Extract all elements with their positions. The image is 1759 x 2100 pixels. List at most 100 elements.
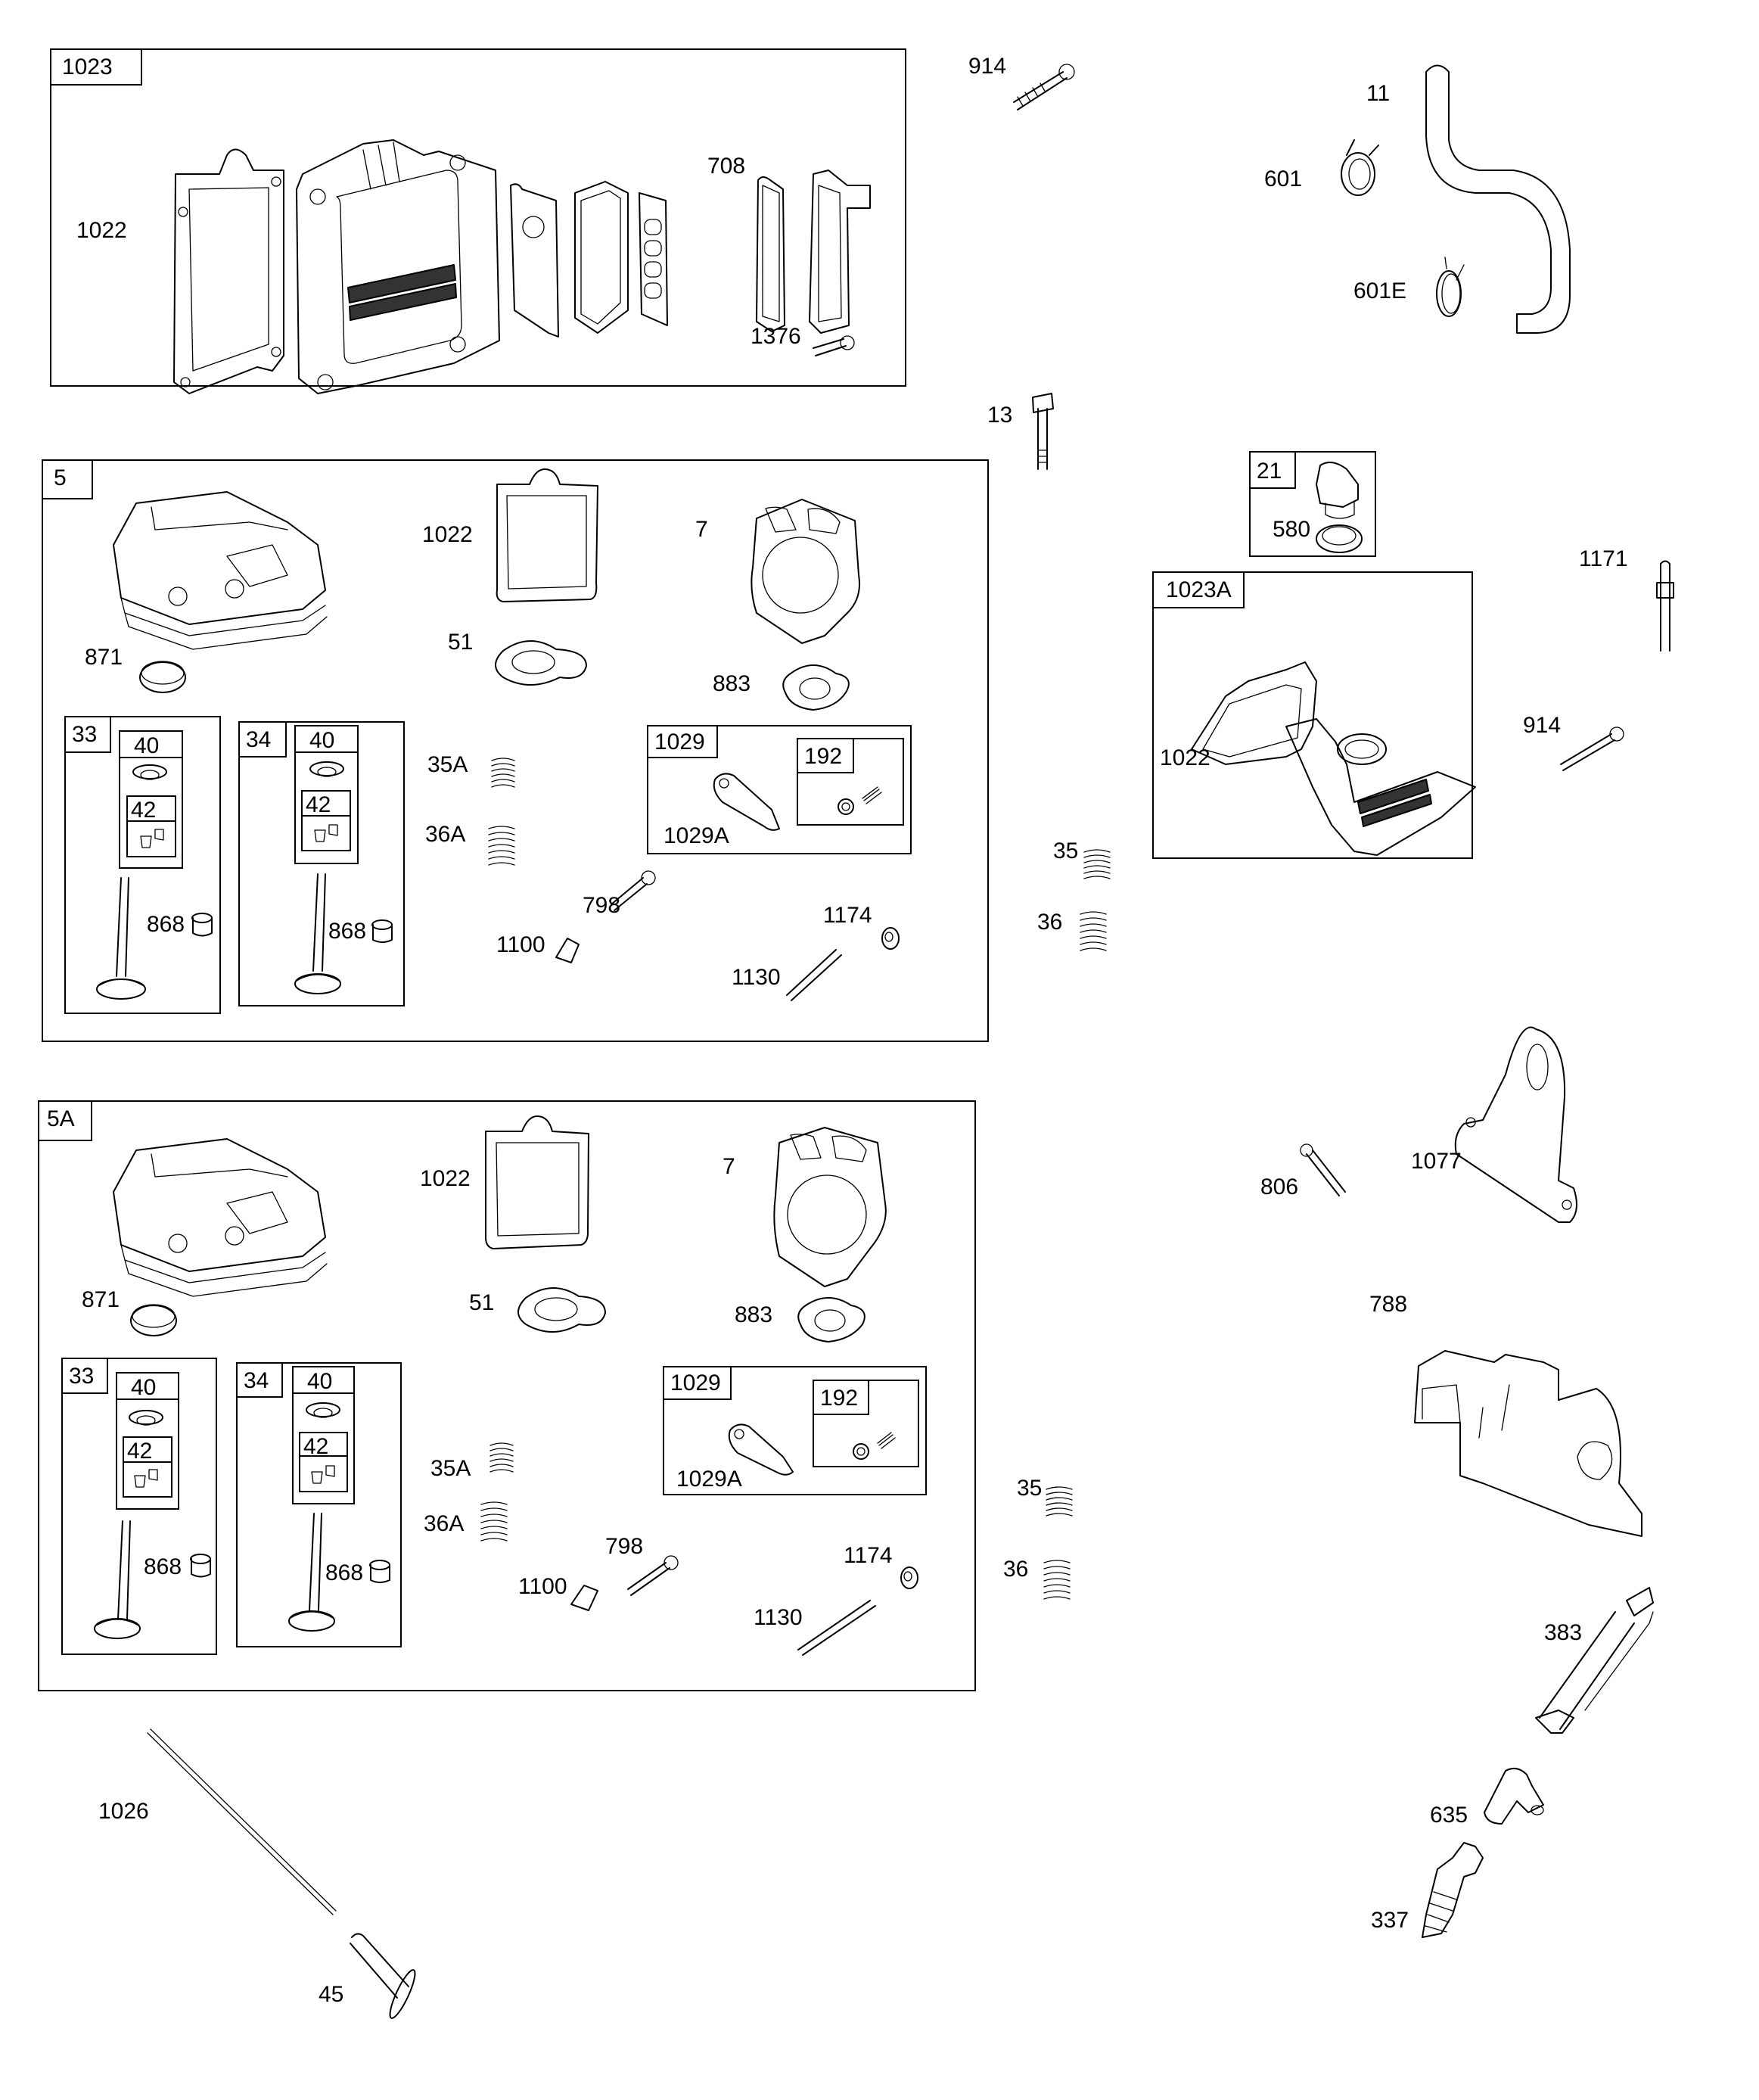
callout-635[interactable]: 635 [1430, 1803, 1468, 1828]
subkit-box-40: 40 [292, 1366, 355, 1504]
subkit-box-34: 34 [236, 1362, 402, 1647]
spring-36-lower-drawing [1043, 1560, 1071, 1600]
callout-806[interactable]: 806 [1260, 1174, 1299, 1199]
callout-35A[interactable]: 35A [430, 1456, 471, 1481]
subkit-box-40: 40 [116, 1372, 179, 1510]
spring-36-upper-drawing [1080, 911, 1107, 951]
kit-tag-1023[interactable]: 1023 [50, 48, 142, 86]
callout-871[interactable]: 871 [82, 1287, 120, 1312]
callout-1171[interactable]: 1171 [1579, 546, 1628, 571]
spark-plug-337-drawing [1422, 1842, 1484, 1938]
callout-883[interactable]: 883 [735, 1302, 773, 1327]
callout-798[interactable]: 798 [583, 893, 621, 918]
callout-1130[interactable]: 1130 [732, 965, 781, 990]
kit-tag-21[interactable]: 21 [1249, 451, 1296, 489]
callout-1022[interactable]: 1022 [422, 522, 473, 547]
subkit-box-42: 42 [301, 790, 351, 851]
subkit-tag-34[interactable]: 34 [236, 1362, 283, 1398]
subkit-tag-1029[interactable]: 1029 [663, 1366, 732, 1400]
callout-580[interactable]: 580 [1273, 517, 1311, 542]
callout-868[interactable]: 868 [147, 912, 185, 937]
callout-868[interactable]: 868 [328, 919, 367, 944]
subkit-box-33: 33 [64, 716, 221, 1014]
callout-914[interactable]: 914 [968, 54, 1007, 79]
callout-1100[interactable]: 1100 [496, 932, 545, 957]
callout-36A[interactable]: 36A [425, 822, 466, 847]
callout-883[interactable]: 883 [713, 671, 751, 696]
callout-601[interactable]: 601 [1264, 166, 1303, 191]
callout-1077[interactable]: 1077 [1411, 1149, 1462, 1174]
callout-914[interactable]: 914 [1523, 713, 1562, 738]
subkit-tag-33[interactable]: 33 [61, 1358, 108, 1394]
subkit-tag-42[interactable]: 42 [126, 795, 176, 822]
callout-337[interactable]: 337 [1371, 1908, 1409, 1933]
callout-36[interactable]: 36 [1003, 1557, 1029, 1582]
callout-1029A[interactable]: 1029A [664, 823, 729, 848]
callout-45[interactable]: 45 [319, 1982, 344, 2007]
callout-1130[interactable]: 1130 [754, 1605, 803, 1630]
subkit-tag-42[interactable]: 42 [299, 1432, 348, 1458]
subkit-box-42: 42 [123, 1436, 172, 1498]
tappet-45-drawing [350, 1933, 416, 2019]
callout-7[interactable]: 7 [723, 1154, 735, 1179]
subkit-box-1029: 1029 [663, 1366, 927, 1495]
callout-868[interactable]: 868 [144, 1554, 182, 1579]
callout-1022[interactable]: 1022 [420, 1166, 471, 1191]
screw-806-drawing [1300, 1143, 1346, 1196]
spring-35-upper-drawing [1083, 849, 1111, 879]
subkit-tag-40[interactable]: 40 [116, 1372, 179, 1400]
kit-box-21: 21 [1249, 451, 1376, 557]
callout-708[interactable]: 708 [707, 154, 746, 179]
kit-box-5A: 5A [38, 1100, 976, 1691]
subkit-tag-33[interactable]: 33 [64, 716, 111, 753]
subkit-box-192: 192 [797, 738, 904, 826]
spring-35-lower-drawing [1046, 1486, 1073, 1517]
callout-383[interactable]: 383 [1544, 1620, 1583, 1645]
subkit-tag-42[interactable]: 42 [301, 790, 351, 817]
boot-635-drawing [1484, 1767, 1544, 1825]
subkit-tag-40[interactable]: 40 [292, 1366, 355, 1394]
kit-tag-5[interactable]: 5 [42, 459, 93, 499]
subkit-tag-192[interactable]: 192 [797, 738, 854, 773]
callout-871[interactable]: 871 [85, 645, 123, 670]
callout-7[interactable]: 7 [695, 517, 708, 542]
callout-1029A[interactable]: 1029A [676, 1467, 742, 1492]
subkit-box-192: 192 [813, 1380, 919, 1467]
bolt-13-drawing [1032, 393, 1054, 470]
callout-35[interactable]: 35 [1053, 838, 1079, 863]
subkit-tag-40[interactable]: 40 [294, 725, 359, 753]
callout-36A[interactable]: 36A [424, 1511, 465, 1536]
clamp-601E-drawing [1436, 257, 1465, 317]
callout-51[interactable]: 51 [469, 1290, 495, 1315]
callout-51[interactable]: 51 [448, 630, 474, 655]
callout-868[interactable]: 868 [325, 1560, 364, 1585]
shield-788-drawing [1414, 1350, 1642, 1537]
callout-1174[interactable]: 1174 [823, 903, 872, 928]
callout-798[interactable]: 798 [605, 1534, 644, 1559]
callout-35A[interactable]: 35A [427, 752, 468, 777]
callout-13[interactable]: 13 [987, 403, 1013, 428]
kit-tag-1023A[interactable]: 1023A [1152, 571, 1245, 608]
bolt-914-right-drawing [1560, 726, 1624, 771]
tool-383-drawing [1535, 1587, 1654, 1734]
subkit-tag-40[interactable]: 40 [119, 730, 183, 758]
callout-601E[interactable]: 601E [1353, 278, 1407, 303]
subkit-box-40: 40 [119, 730, 183, 869]
callout-1026[interactable]: 1026 [98, 1799, 149, 1824]
callout-788[interactable]: 788 [1369, 1292, 1408, 1317]
callout-1022[interactable]: 1022 [1160, 745, 1210, 770]
callout-35[interactable]: 35 [1017, 1476, 1043, 1501]
kit-tag-5A[interactable]: 5A [38, 1100, 92, 1141]
callout-1174[interactable]: 1174 [844, 1543, 893, 1568]
subkit-tag-42[interactable]: 42 [123, 1436, 172, 1463]
subkit-tag-192[interactable]: 192 [813, 1380, 869, 1415]
kit-box-5: 5 [42, 459, 989, 1042]
callout-11[interactable]: 11 [1366, 81, 1391, 106]
subkit-tag-1029[interactable]: 1029 [647, 725, 718, 758]
callout-1022[interactable]: 1022 [76, 218, 127, 243]
callout-1376[interactable]: 1376 [751, 324, 801, 349]
callout-36[interactable]: 36 [1037, 910, 1063, 935]
bracket-1077-drawing [1454, 1026, 1577, 1223]
callout-1100[interactable]: 1100 [518, 1574, 567, 1599]
subkit-tag-34[interactable]: 34 [238, 721, 287, 758]
